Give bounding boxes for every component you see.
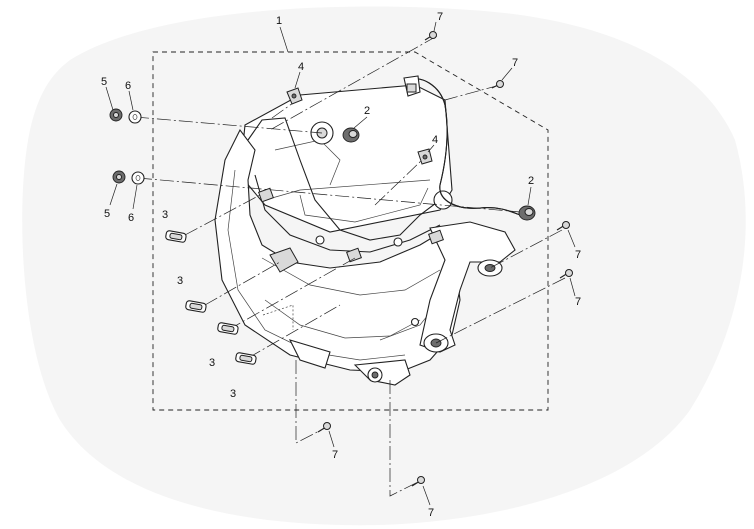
screw-bottom-left xyxy=(317,422,331,433)
callout-7-bottom-left: 7 xyxy=(332,449,338,461)
grommet-upper xyxy=(342,127,360,143)
screw-top-right xyxy=(491,80,504,89)
clamp-4 xyxy=(235,352,257,365)
callout-4-upper: 4 xyxy=(298,61,304,73)
callout-3-a: 3 xyxy=(162,209,168,221)
headlight-housing xyxy=(214,84,516,386)
callout-7-bottom-right: 7 xyxy=(428,507,434,519)
callout-7-right-lower: 7 xyxy=(575,296,581,308)
alignment-lines xyxy=(134,35,566,497)
callout-4-right: 4 xyxy=(432,134,438,146)
wiring-harness xyxy=(403,75,521,216)
clamp-2 xyxy=(185,300,207,313)
screw-top xyxy=(424,31,437,41)
nut-upper xyxy=(109,108,123,122)
screw-bottom-right xyxy=(411,476,425,487)
washer-upper xyxy=(128,110,142,124)
callout-6-lower: 6 xyxy=(128,212,134,224)
clamp-1 xyxy=(165,230,187,243)
screw-right-lower xyxy=(559,269,573,279)
clip-nut-upper xyxy=(286,87,303,105)
screw-right-upper xyxy=(556,221,570,231)
grommet-right xyxy=(518,205,536,221)
assembly-boundary xyxy=(152,51,549,411)
callout-3-b: 3 xyxy=(177,275,183,287)
callout-6-upper: 6 xyxy=(125,80,131,92)
callout-1: 1 xyxy=(276,15,282,27)
callout-7-top: 7 xyxy=(437,11,443,23)
callout-2-upper: 2 xyxy=(364,105,370,117)
washer-lower xyxy=(131,171,145,185)
callout-2-right: 2 xyxy=(528,175,534,187)
callout-3-c: 3 xyxy=(209,357,215,369)
callout-5-lower: 5 xyxy=(104,208,110,220)
clip-nut-right xyxy=(417,148,433,165)
callout-leaders xyxy=(105,21,576,506)
callout-labels: 1 2 2 3 3 3 3 4 4 5 5 6 6 7 7 7 7 7 7 xyxy=(101,11,581,519)
clamp-3 xyxy=(217,322,239,335)
callout-7-right-upper: 7 xyxy=(575,249,581,261)
nut-lower xyxy=(112,170,126,184)
callout-7-top-right: 7 xyxy=(512,57,518,69)
part-1-leader xyxy=(279,26,289,53)
callout-5-upper: 5 xyxy=(101,76,107,88)
callout-3-d: 3 xyxy=(230,388,236,400)
